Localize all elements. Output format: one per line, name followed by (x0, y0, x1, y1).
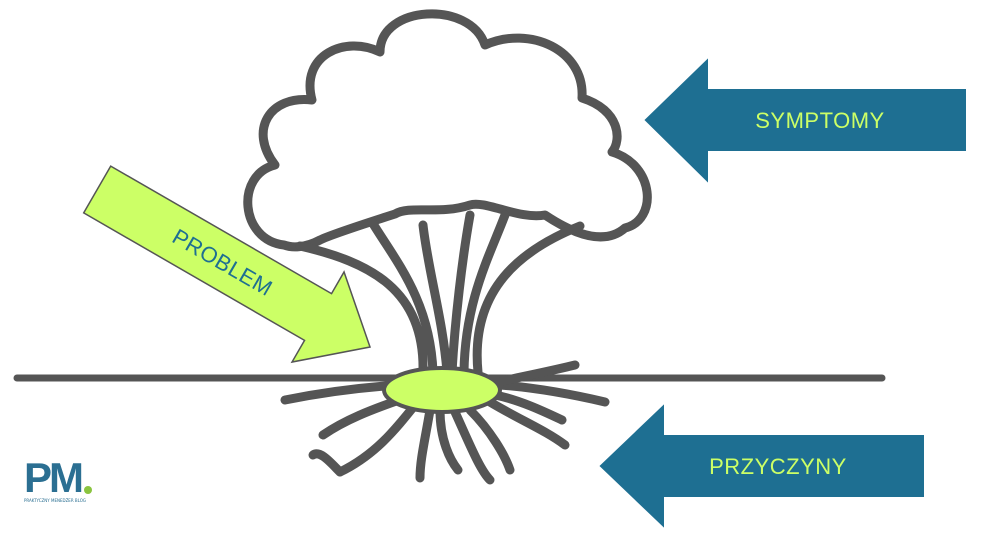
logo-mark: PM (24, 454, 82, 501)
tree-crown (243, 9, 652, 252)
problem-core (382, 366, 502, 414)
symptoms-label: SYMPTOMY (755, 108, 885, 133)
logo-dot-icon (84, 486, 92, 494)
logo: PM PRAKTYCZNY MENEDŻER BLOG (24, 454, 92, 503)
causes-label: PRZYCZYNY (709, 454, 847, 479)
logo-tagline: PRAKTYCZNY MENEDŻER BLOG (24, 498, 86, 503)
symptoms-arrow: SYMPTOMY (641, 53, 968, 188)
tree-trunk (295, 210, 585, 377)
tree-roots (280, 360, 610, 485)
causes-arrow: PRZYCZYNY (596, 399, 926, 533)
